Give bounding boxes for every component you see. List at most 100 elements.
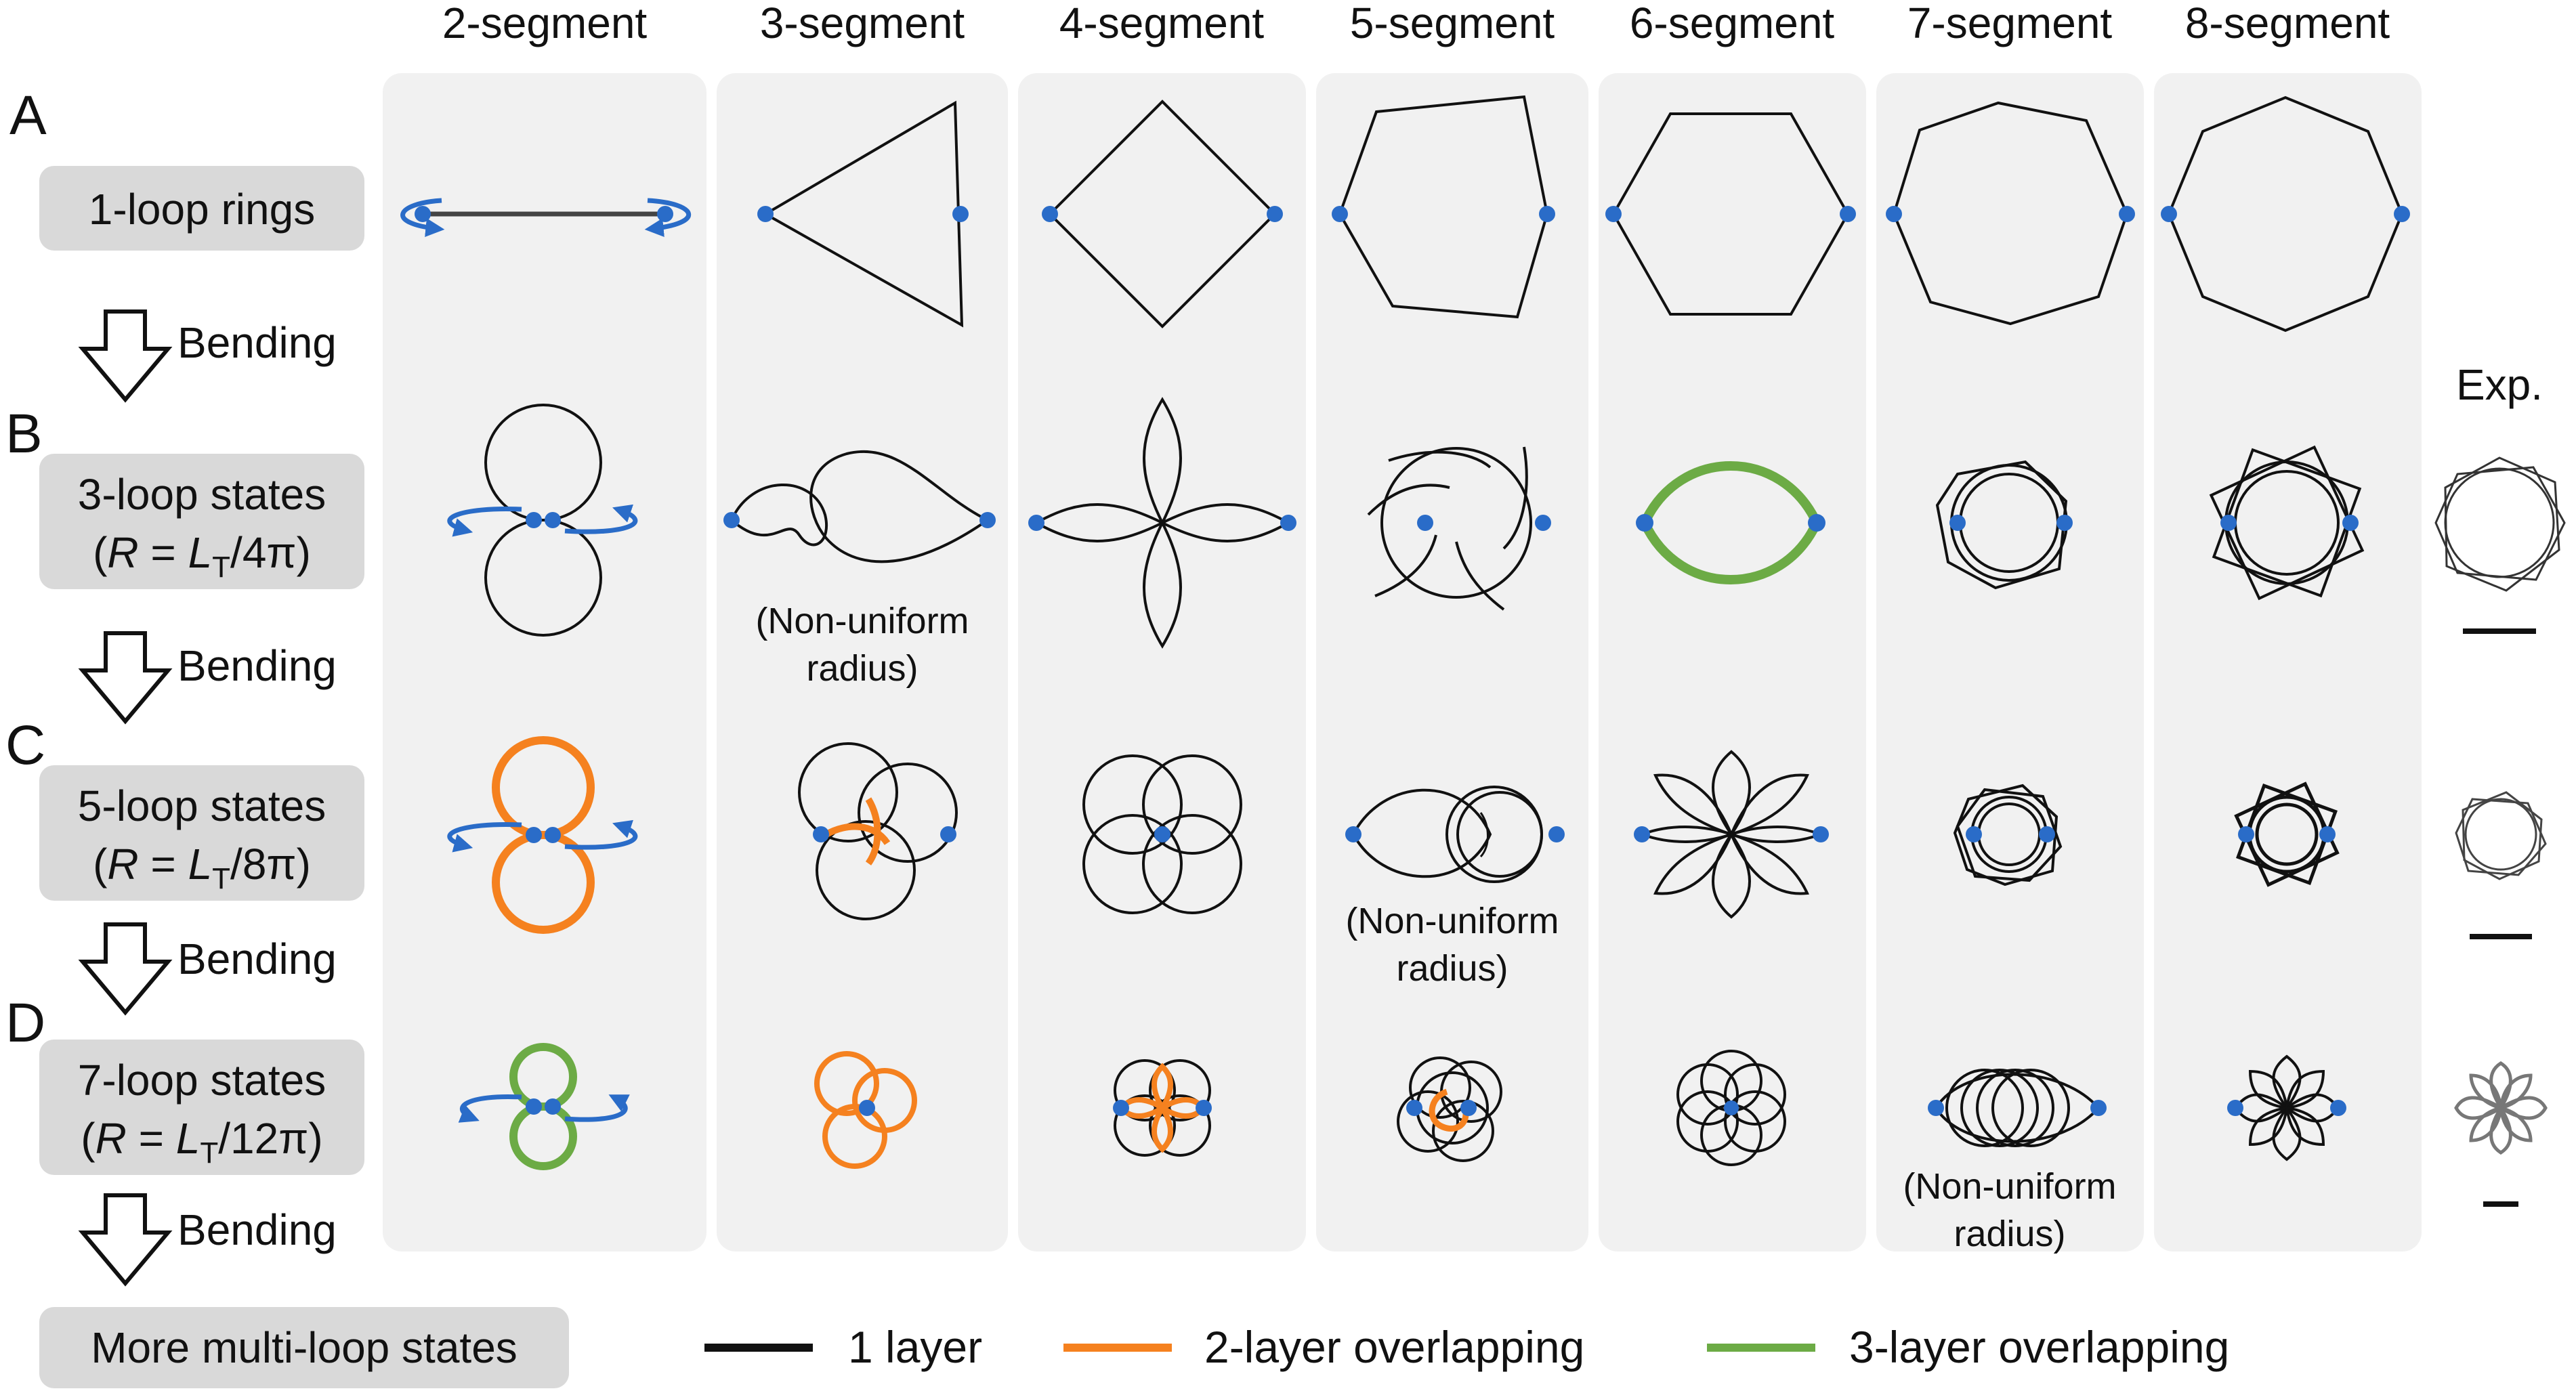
header-8-segment: 8-segment <box>2185 0 2390 47</box>
state-b-4-segment <box>1028 397 1296 649</box>
rotate-arrow-icon <box>447 507 522 537</box>
joint-dot <box>979 512 996 528</box>
state-c-6-segment <box>1634 750 1829 919</box>
joint-dot <box>657 206 673 222</box>
joint-dot <box>526 827 542 843</box>
joint-dot <box>1417 515 1433 531</box>
ring-4-segment <box>1042 100 1283 328</box>
row-b-label-line1: 3-loop states <box>78 470 326 519</box>
bending-label-2: Bending <box>177 641 337 690</box>
state-b-7-segment <box>1935 460 2073 590</box>
header-5-segment: 5-segment <box>1350 0 1555 47</box>
joint-dot <box>2161 206 2177 222</box>
rotate-arrow-icon <box>564 819 638 850</box>
state-d-8-segment <box>2227 1054 2346 1161</box>
note-non-uniform-b3-line1: (Non-uniform <box>755 601 969 641</box>
bending-arrows: Bending Bending Bending Bending <box>78 309 337 1287</box>
joint-dot <box>2238 826 2254 842</box>
legend-label-3-layer: 3-layer overlapping <box>1849 1322 2229 1372</box>
joint-dot <box>2039 826 2055 842</box>
column-panels <box>383 73 2422 1251</box>
state-c-3-segment <box>798 742 958 920</box>
joint-dot <box>2056 515 2073 531</box>
ring-8-segment <box>2161 95 2410 333</box>
joint-dot <box>1406 1100 1422 1116</box>
joint-dot <box>723 512 740 528</box>
joint-dot <box>1345 826 1361 842</box>
state-d-5-segment <box>1397 1056 1502 1162</box>
row-letter-b: B <box>5 403 43 465</box>
bending-label-4: Bending <box>177 1205 337 1254</box>
exp-c <box>2455 791 2547 939</box>
exp-d <box>2454 1061 2548 1207</box>
exp-label: Exp. <box>2456 360 2543 409</box>
joint-dot <box>1460 1100 1477 1116</box>
panel-7-segment <box>1876 73 2144 1251</box>
joint-dot <box>1949 515 1966 531</box>
joint-dot <box>1113 1100 1129 1116</box>
header-6-segment: 6-segment <box>1630 0 1835 47</box>
joint-dot <box>1724 1100 1739 1115</box>
down-arrow-icon <box>78 1193 173 1287</box>
row-c-label-line2: (R = LT/8π) <box>93 840 311 895</box>
joint-dot <box>1813 826 1829 842</box>
state-c-5-segment: (Non-uniform radius) <box>1345 786 1565 989</box>
joint-dot <box>1808 514 1825 532</box>
panel-6-segment <box>1599 73 1866 1251</box>
row-c-shapes: (Non-uniform radius) <box>447 736 2547 989</box>
row-letter-a: A <box>9 85 47 146</box>
ring-3-segment <box>757 100 969 328</box>
state-c-7-segment <box>1953 784 2063 886</box>
row-letters: A B C D <box>5 85 47 1054</box>
state-d-3-segment <box>814 1051 917 1169</box>
row-letter-c: C <box>5 714 45 776</box>
rotate-arrow-icon <box>564 1094 630 1122</box>
down-arrow-icon <box>78 922 173 1016</box>
bending-arrow-2: Bending <box>78 631 337 725</box>
joint-dot <box>952 206 969 222</box>
ring-7-segment <box>1886 101 2135 326</box>
header-4-segment: 4-segment <box>1059 0 1265 47</box>
row-d-shapes: (Non-uniform radius) <box>458 1043 2548 1254</box>
joint-dot <box>859 1100 875 1116</box>
note-non-uniform-d7-line1: (Non-uniform <box>1903 1166 2116 1207</box>
joint-dot <box>2319 826 2336 842</box>
joint-dot <box>1332 206 1348 222</box>
bending-arrow-1: Bending <box>78 309 337 403</box>
rotate-arrow-icon <box>400 198 445 237</box>
note-non-uniform-b3-line2: radius) <box>806 648 918 689</box>
header-7-segment: 7-segment <box>1907 0 2113 47</box>
joint-dot <box>545 1098 561 1115</box>
row-a-shapes <box>400 95 2410 333</box>
joint-dot <box>813 826 829 842</box>
state-b-5-segment <box>1367 446 1551 611</box>
row-a-label: 1-loop rings <box>89 185 315 234</box>
state-d-2-segment <box>458 1043 630 1170</box>
final-state-label: More multi-loop states <box>91 1323 518 1372</box>
note-non-uniform-c5-line2: radius) <box>1396 948 1508 989</box>
joint-dot <box>2090 1100 2107 1116</box>
row-b-label-box <box>39 454 364 589</box>
panel-3-segment <box>717 73 1008 1251</box>
row-letter-d: D <box>5 992 45 1054</box>
final-state-label-box <box>39 1307 569 1388</box>
joint-dot <box>1280 515 1296 531</box>
ring-6-segment <box>1605 112 1856 316</box>
panel-8-segment <box>2154 73 2422 1251</box>
row-labels: 1-loop rings 3-loop states (R = LT/4π) 5… <box>39 166 569 1388</box>
bending-arrow-3: Bending <box>78 922 337 1016</box>
bending-label-3: Bending <box>177 935 337 983</box>
rotate-arrow-icon <box>447 822 522 853</box>
panel-2-segment <box>383 73 706 1251</box>
joint-dot <box>526 512 542 528</box>
note-non-uniform-c5-line1: (Non-uniform <box>1345 901 1559 941</box>
row-b-label-line2: (R = LT/4π) <box>93 528 311 584</box>
legend-label-1-layer: 1 layer <box>848 1322 982 1372</box>
rotate-arrow-icon <box>564 504 638 534</box>
row-d-label-line1: 7-loop states <box>78 1056 326 1105</box>
joint-dot <box>1042 206 1058 222</box>
state-b-8-segment <box>2209 445 2365 601</box>
joint-dot <box>2394 206 2410 222</box>
state-c-4-segment <box>1082 754 1242 914</box>
joint-dot <box>1267 206 1283 222</box>
